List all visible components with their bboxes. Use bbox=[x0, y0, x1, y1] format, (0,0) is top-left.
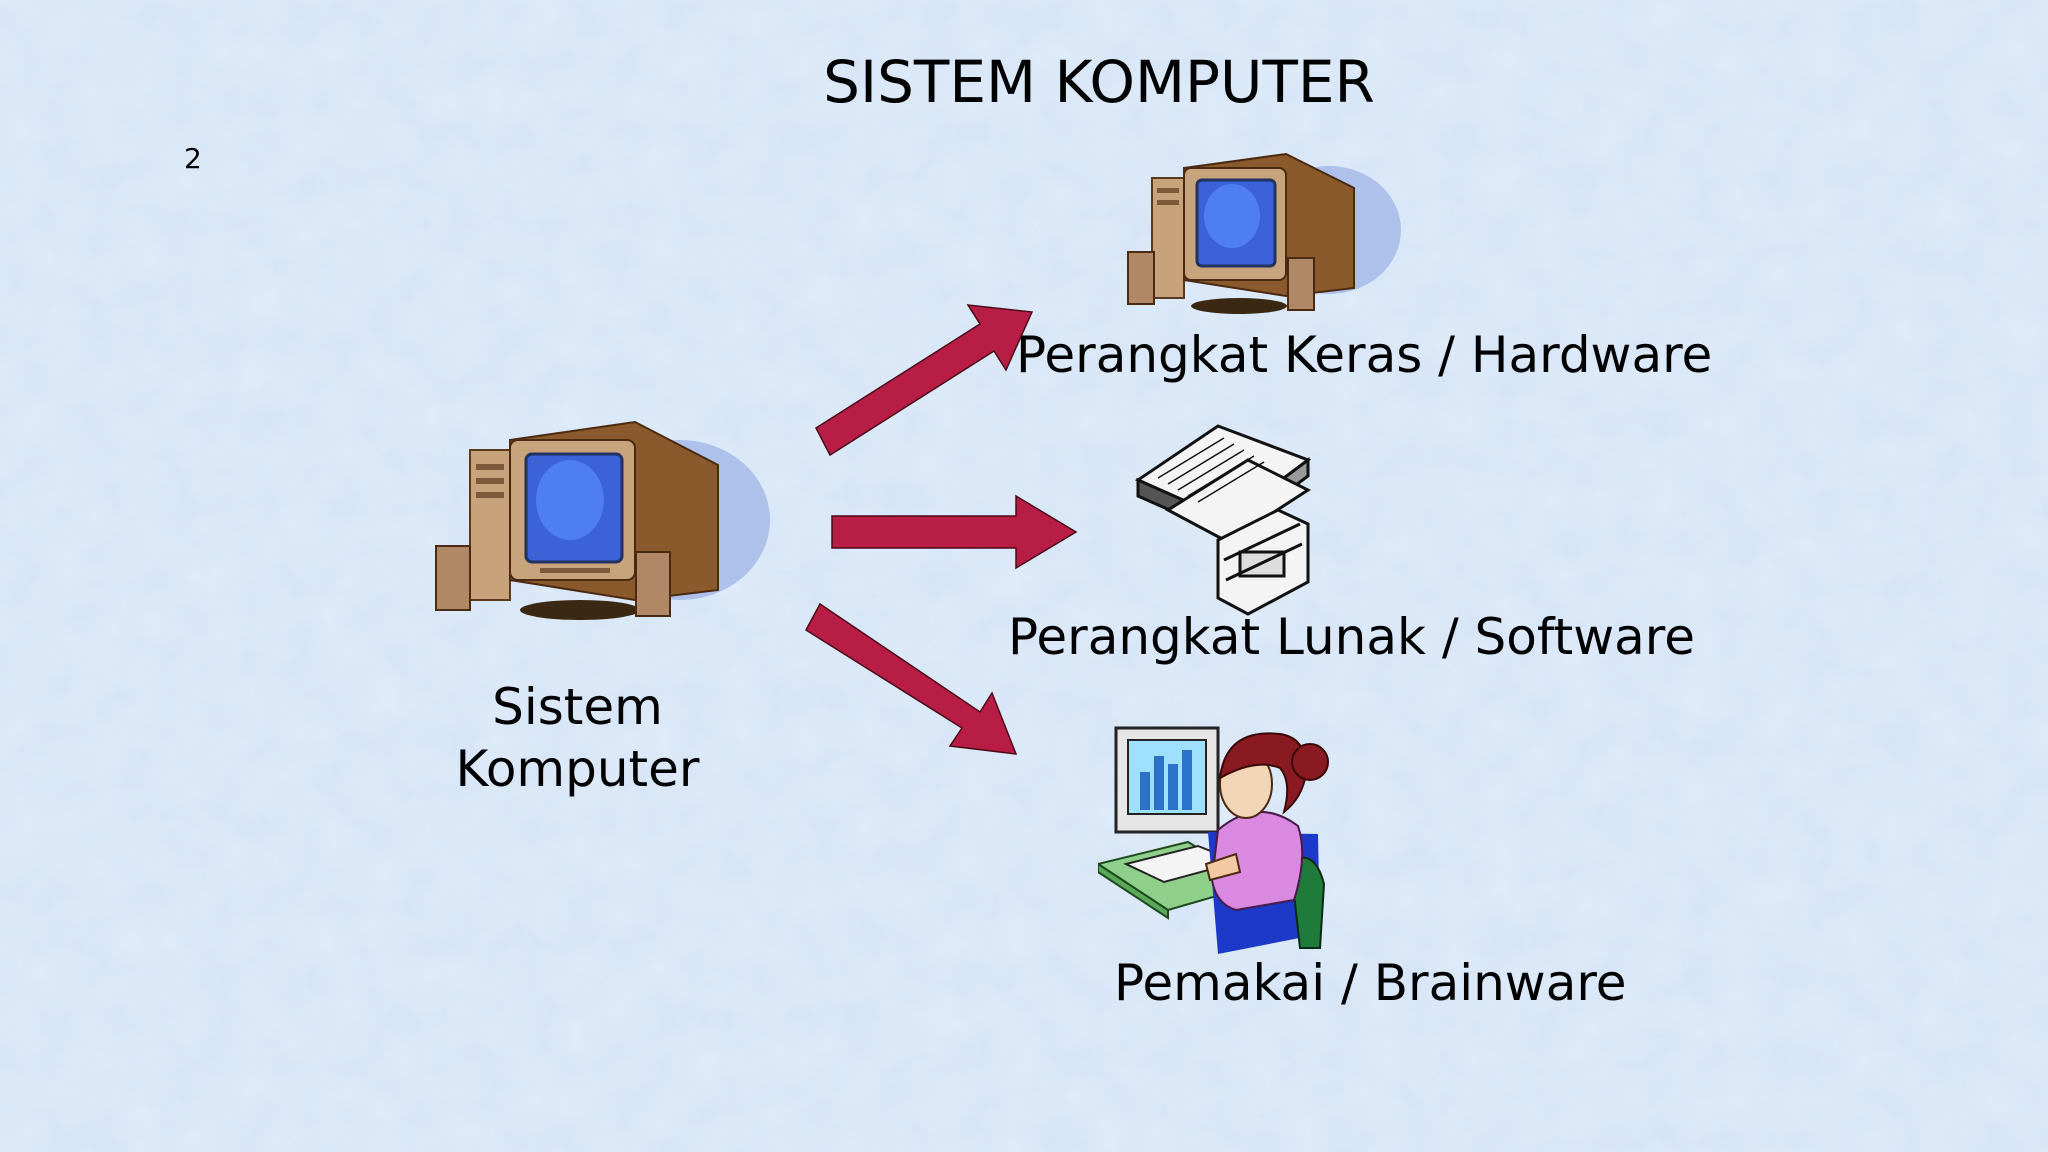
arrow-to-software bbox=[831, 494, 1078, 570]
page-number: 2 bbox=[184, 142, 202, 175]
slide-title: SISTEM KOMPUTER bbox=[823, 48, 1375, 116]
brainware-label: Pemakai / Brainware bbox=[1114, 954, 1627, 1012]
sistem-komputer-label: Sistem Komputer bbox=[455, 678, 700, 798]
floppy-disks-icon bbox=[1134, 424, 1312, 616]
software-label: Perangkat Lunak / Software bbox=[1008, 608, 1695, 666]
user-at-computer-icon bbox=[1098, 726, 1329, 954]
hardware-label: Perangkat Keras / Hardware bbox=[1016, 326, 1713, 384]
desktop-computer-icon bbox=[435, 420, 770, 620]
desktop-computer-icon bbox=[1127, 152, 1401, 314]
arrow-to-hardware bbox=[815, 304, 1034, 457]
arrow-to-brainware bbox=[805, 602, 1018, 755]
